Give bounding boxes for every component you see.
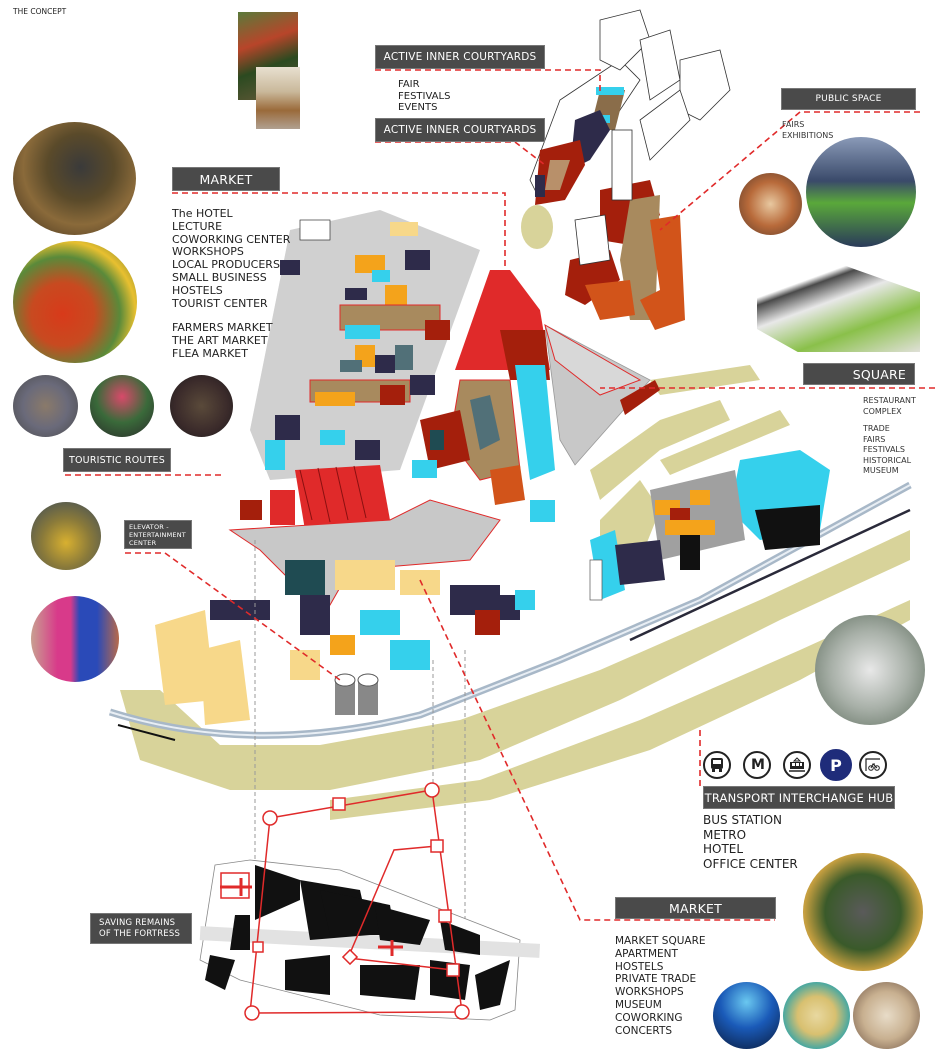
fortress-label: SAVING REMAINS OF THE FORTRESS: [90, 913, 192, 944]
list-item: WORKSHOPS: [615, 986, 684, 999]
market-aerial-photo: [803, 853, 923, 971]
steps-crowd-photo: [13, 375, 78, 437]
list-item: MUSEUM: [863, 466, 899, 475]
elevator-entertainment-label: ELEVATOR - ENTERTAINMENT CENTER: [124, 520, 192, 549]
list-item: EXHIBITIONS: [782, 130, 834, 140]
bus-terminal-photo: [815, 615, 925, 725]
fortress-outline: [220, 782, 470, 1021]
active-courtyards-label-1: ACTIVE INNER COURTYARDS: [375, 45, 545, 69]
list-item: RESTAURANT: [863, 396, 916, 405]
list-item: HOTEL: [703, 842, 744, 856]
parking-icon: P: [820, 749, 852, 781]
list-item: MUSEUM: [615, 998, 662, 1011]
tram-icon: [783, 751, 811, 779]
list-item: PRIVATE TRADE: [615, 973, 697, 986]
list-item: FESTIVALS: [863, 445, 905, 454]
workshop-photo: [853, 982, 920, 1049]
list-item: THE ART MARKET: [172, 333, 268, 347]
list-item: FAIRS: [782, 120, 805, 129]
list-item: CONCERTS: [615, 1024, 673, 1037]
bread-vendor-photo: [13, 122, 136, 235]
list-item: BUS STATION: [703, 813, 783, 827]
market-top-list-a: The HOTEL LECTURE COWORKING CENTER WORKS…: [172, 207, 291, 310]
list-item: HOSTELS: [615, 960, 664, 973]
list-item: HOSTELS: [172, 283, 223, 297]
flower-market-photo: [90, 375, 154, 437]
list-item: TRADE: [863, 424, 890, 433]
public-space-label: PUBLIC SPACE: [781, 88, 916, 110]
list-item: FLEA MARKET: [172, 346, 248, 360]
square-list-b: TRADE FAIRS FESTIVALS HISTORICAL MUSEUM: [863, 424, 911, 477]
fortress-plan: [199, 859, 541, 1021]
touristic-routes-label: TOURISTIC ROUTES: [63, 448, 171, 472]
list-item: FESTIVALS: [398, 90, 451, 102]
outdoor-market-photo: [806, 137, 916, 247]
list-item: METRO: [703, 827, 747, 842]
square-label: SQUARE: [803, 363, 915, 385]
market-label-top: MARKET: [172, 167, 280, 191]
vegetable-stall-photo: [13, 241, 137, 363]
page-title: THE CONCEPT: [13, 7, 67, 16]
west-block: [250, 210, 480, 480]
market-top-list-b: FARMERS MARKET THE ART MARKET FLEA MARKE…: [172, 321, 273, 360]
bike-parking-icon: [859, 751, 887, 779]
list-item: MARKET SQUARE: [615, 935, 706, 947]
colored-silos-photo: [31, 596, 119, 682]
south-west-block: [155, 560, 535, 725]
list-item: The HOTEL: [172, 207, 233, 220]
market-hall-photo: [739, 173, 802, 235]
market-bottom-list: MARKET SQUARE APARTMENT HOSTELS PRIVATE …: [615, 935, 706, 1037]
north-cluster: [529, 9, 731, 330]
list-item: FAIR: [398, 79, 420, 90]
coworking-photo: [783, 982, 850, 1049]
public-space-list: FAIRS EXHIBITIONS: [782, 120, 833, 141]
list-item: LECTURE: [172, 219, 223, 233]
list-item: FARMERS MARKET: [172, 321, 273, 334]
list-item: OFFICE CENTER: [703, 856, 798, 871]
market-label-bottom: MARKET: [615, 897, 776, 919]
list-item: COWORKING: [615, 1011, 683, 1024]
central-market: [228, 270, 555, 606]
list-item: SMALL BUSINESS: [172, 270, 267, 284]
olive-stall-photo: [31, 502, 101, 570]
list-item: COMPLEX: [863, 406, 902, 416]
transport-list: BUS STATION METRO HOTEL OFFICE CENTER: [703, 813, 798, 871]
list-item: APARTMENT: [615, 947, 678, 960]
list-item: WORKSHOPS: [172, 245, 244, 259]
flea-market-photo: [170, 375, 233, 437]
active-courtyards-label-2: ACTIVE INNER COURTYARDS: [375, 118, 545, 142]
list-item: COWORKING CENTER: [172, 232, 291, 246]
list-item: FAIRS: [863, 434, 886, 444]
courtyards-list: FAIR FESTIVALS EVENTS: [398, 79, 450, 114]
metro-icon: M: [743, 751, 771, 779]
bus-icon: [703, 751, 731, 779]
concert-photo: [713, 982, 780, 1049]
transport-hub-label: TRANSPORT INTERCHANGE HUB: [703, 786, 895, 809]
list-item: TOURIST CENTER: [172, 296, 268, 310]
square-list-a: RESTAURANT COMPLEX: [863, 396, 916, 417]
list-item: EVENTS: [398, 102, 438, 113]
market-tent-photo: [256, 67, 300, 129]
list-item: HISTORICAL: [863, 455, 912, 465]
east-cluster: [589, 450, 830, 601]
list-item: LOCAL PRODUCERS: [172, 258, 280, 272]
